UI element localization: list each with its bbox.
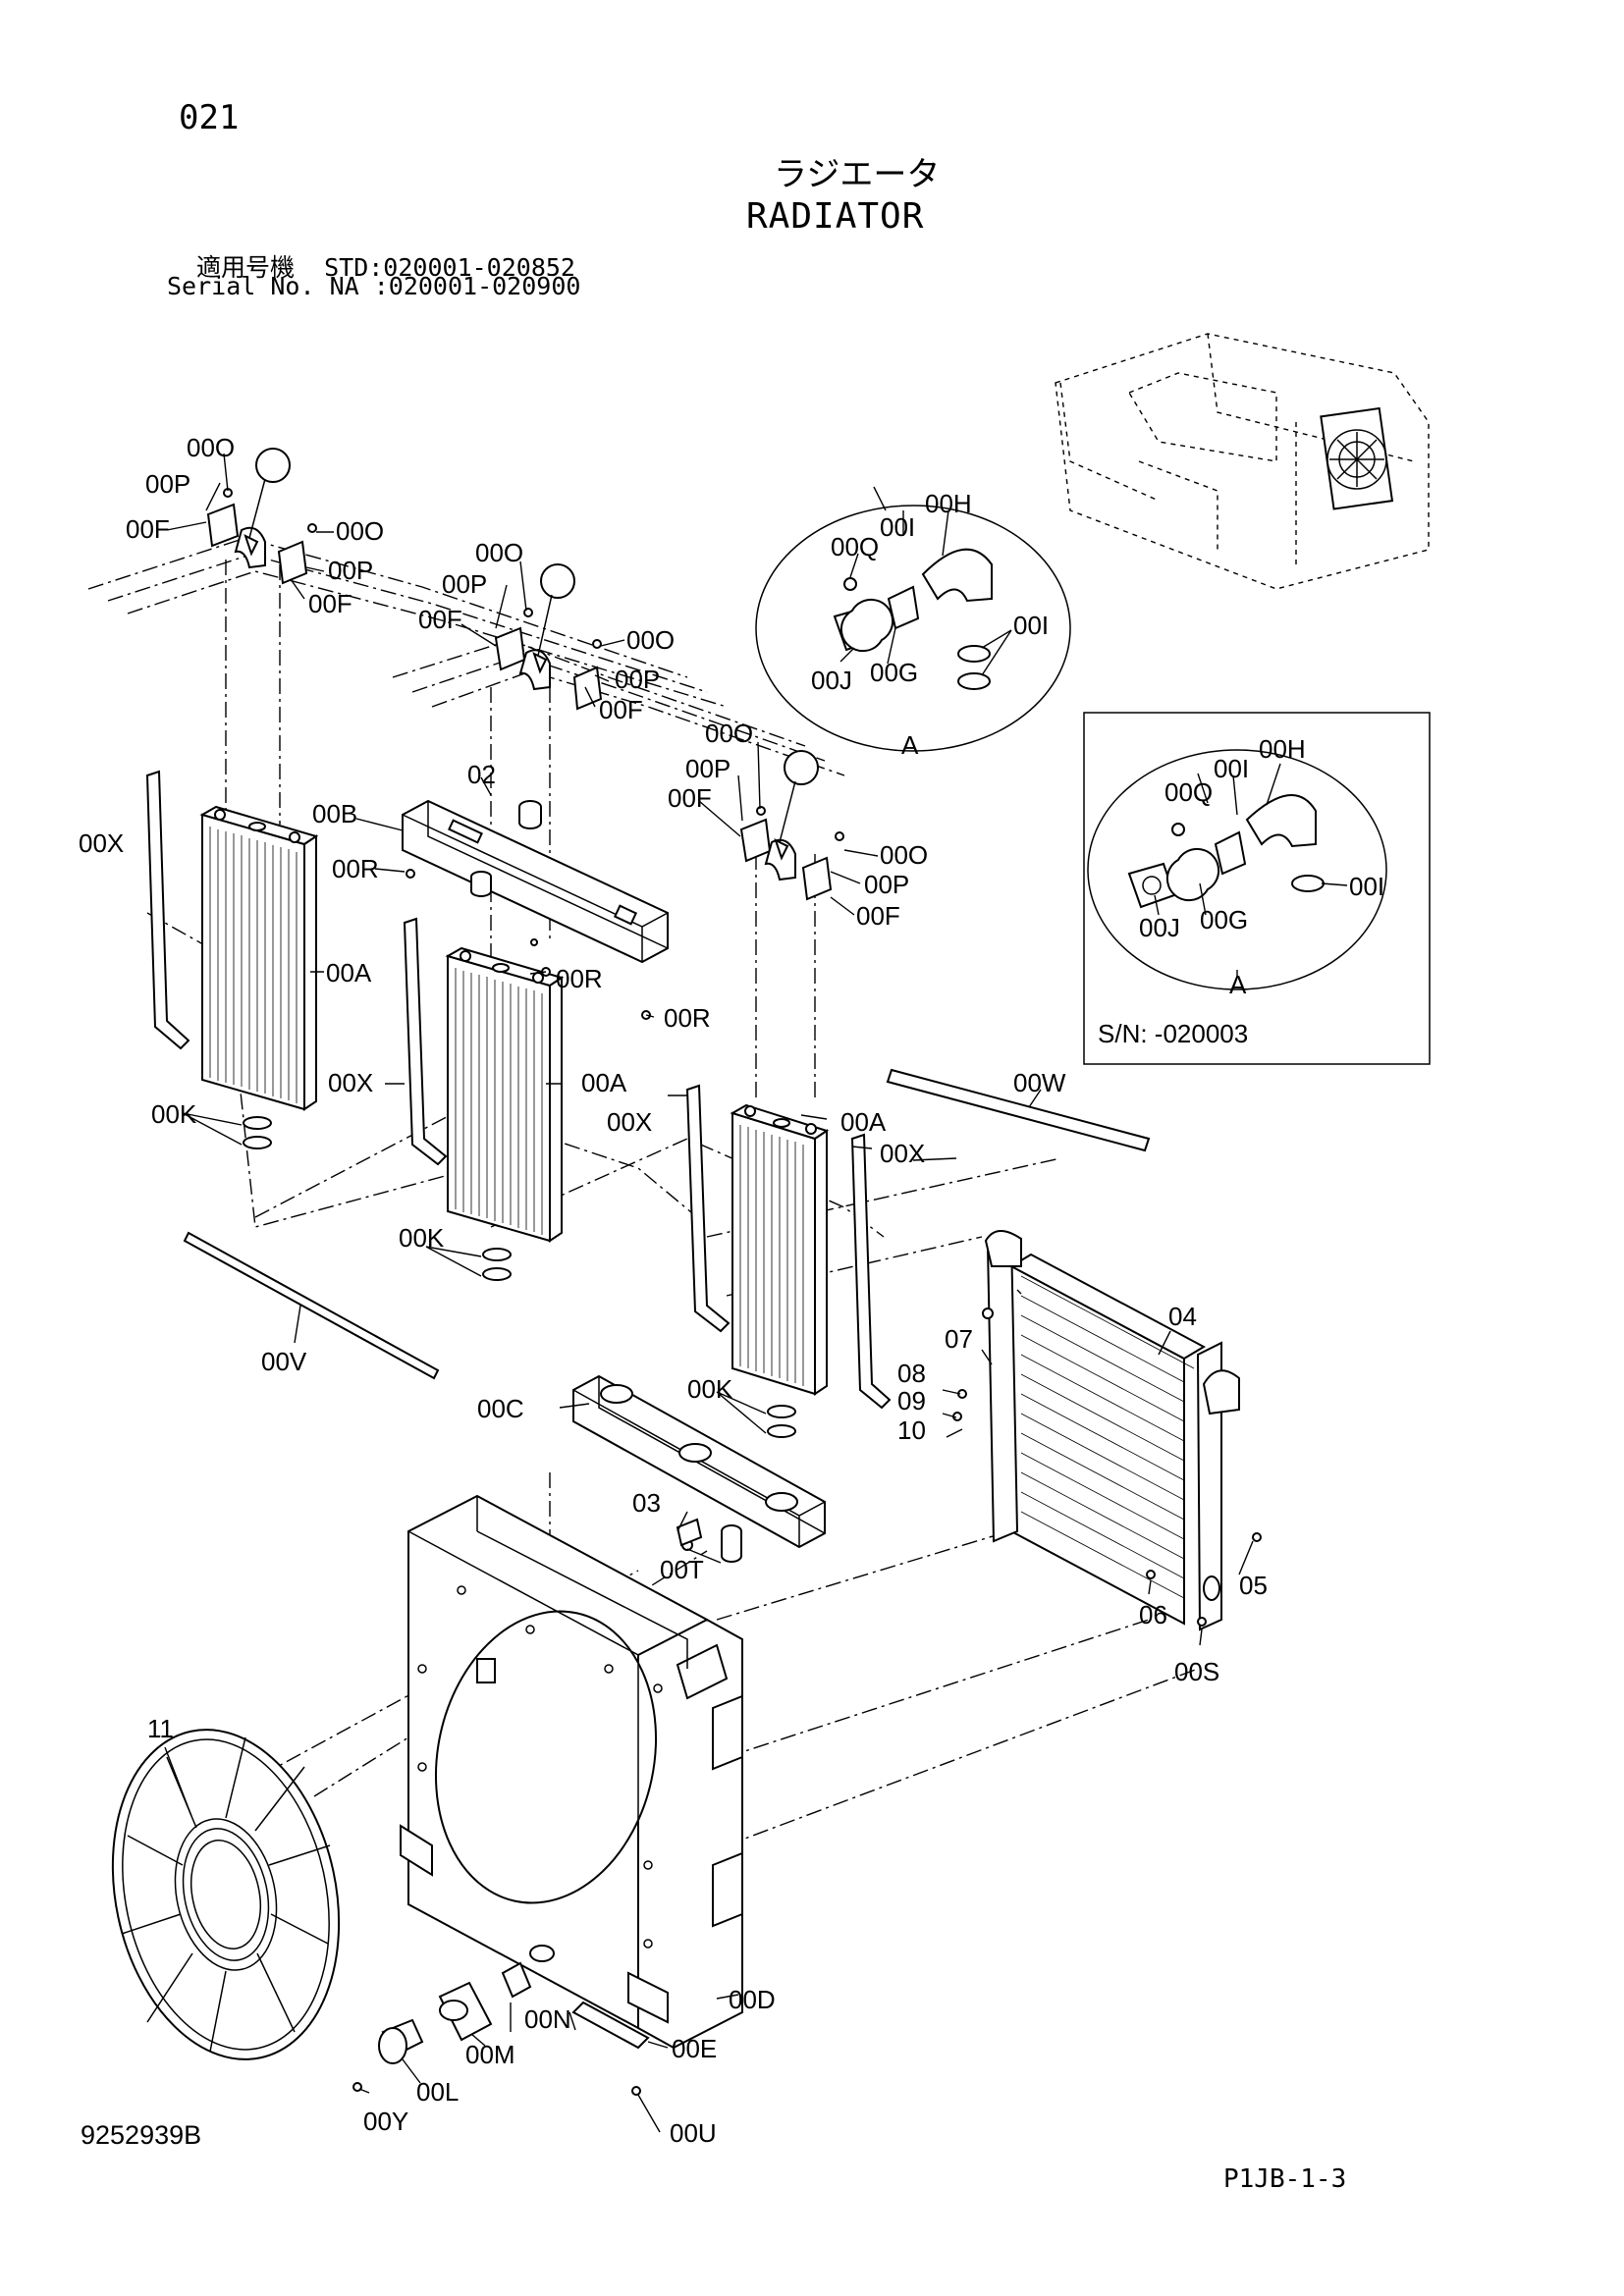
intercooler <box>952 1230 1240 1631</box>
label-05: 05 <box>1239 1571 1268 1600</box>
label-00k: 00K <box>687 1374 733 1404</box>
label-00d: 00D <box>729 1985 776 2014</box>
label-10: 10 <box>897 1415 926 1445</box>
label-00o: 00O <box>626 625 675 655</box>
fan-guard <box>111 1729 341 2060</box>
label-00f: 00F <box>308 589 352 618</box>
label-00o: 00O <box>475 538 523 567</box>
label-00o: 00O <box>336 516 384 546</box>
title-japanese: ラジエータ <box>774 155 941 194</box>
label-00x: 00X <box>79 828 124 858</box>
label-00u: 00U <box>670 2118 717 2148</box>
label-00s: 00S <box>1174 1657 1219 1686</box>
label-00i: 00I <box>1214 754 1249 783</box>
label-00i: 00I <box>1013 611 1049 640</box>
label-00k: 00K <box>151 1099 197 1129</box>
label-00p: 00P <box>864 870 909 899</box>
upper-frame-bar <box>402 799 669 964</box>
label-00f: 00F <box>668 783 712 813</box>
label-00x: 00X <box>880 1139 925 1168</box>
serial-line-std: 適用号機 STD:020001-020852 <box>196 253 575 282</box>
label-00x: 00X <box>328 1068 373 1097</box>
leader-lines <box>164 453 1348 2133</box>
inset-serial-note: S/N: -020003 <box>1098 1019 1248 1048</box>
machine-location-thumbnail <box>1055 333 1430 590</box>
radiator-core-right <box>730 1103 830 1396</box>
label-00y: 00Y <box>363 2107 408 2136</box>
label-00p: 00P <box>615 665 660 694</box>
o-rings <box>243 1116 796 1438</box>
label-00r: 00R <box>556 964 603 993</box>
label-00p: 00P <box>685 754 731 783</box>
fan-shroud-frame <box>400 1494 743 2050</box>
page-code: P1JB-1-3 <box>1223 2164 1347 2194</box>
label-00g: 00G <box>870 658 918 687</box>
label-11: 11 <box>147 1714 174 1743</box>
inset-a-letter: A <box>1229 970 1247 999</box>
serial-inset-box <box>1083 712 1431 1065</box>
label-00q: 00Q <box>831 532 879 561</box>
label-00f: 00F <box>599 695 643 724</box>
title-english: RADIATOR <box>746 196 925 237</box>
label-00f: 00F <box>856 901 900 931</box>
label-08: 08 <box>897 1359 926 1388</box>
label-00p: 00P <box>442 569 487 599</box>
label-00j: 00J <box>811 666 852 695</box>
detail-a-callouts <box>244 448 819 861</box>
label-03: 03 <box>632 1488 661 1518</box>
label-00b: 00B <box>312 799 357 828</box>
label-00h: 00H <box>1259 734 1306 764</box>
radiator-core-left <box>199 805 319 1111</box>
serial-line-na: Serial No. NA :020001-020900 <box>167 272 581 300</box>
label-00i: 00I <box>880 512 915 542</box>
label-00k: 00K <box>399 1223 445 1253</box>
label-00t: 00T <box>660 1555 704 1584</box>
label-00n: 00N <box>524 2004 571 2034</box>
part-labels: 00O 00P 00F 00O 00P 00F 00O 00P 00F 00O … <box>79 433 1384 2148</box>
label-00r: 00R <box>332 854 379 883</box>
label-00f: 00F <box>418 605 462 634</box>
label-02: 02 <box>467 760 496 789</box>
lower-hose-parts <box>352 1518 1262 2096</box>
label-06: 06 <box>1139 1600 1167 1629</box>
label-07: 07 <box>945 1324 973 1354</box>
label-00g: 00G <box>1200 905 1248 934</box>
label-00o: 00O <box>880 840 928 870</box>
seal-strips <box>145 770 1151 1410</box>
label-00j: 00J <box>1139 913 1180 942</box>
label-00x: 00X <box>607 1107 652 1137</box>
page-number: 021 <box>179 98 240 137</box>
label-00a: 00A <box>581 1068 627 1097</box>
label-00i: 00I <box>1349 872 1384 901</box>
label-00f: 00F <box>126 514 170 544</box>
label-00m: 00M <box>465 2040 515 2069</box>
label-00a: 00A <box>840 1107 887 1137</box>
label-00o: 00O <box>187 433 235 462</box>
detail-a-bubble <box>755 505 1071 752</box>
label-00o: 00O <box>705 719 753 748</box>
label-00v: 00V <box>261 1347 307 1376</box>
label-00p: 00P <box>328 556 373 585</box>
label-00e: 00E <box>672 2034 717 2063</box>
radiator-core-middle <box>445 946 565 1243</box>
drawing-number: 9252939B <box>81 2120 202 2150</box>
label-00w: 00W <box>1013 1068 1066 1097</box>
lower-tank-frame <box>572 1374 826 1563</box>
label-00h: 00H <box>925 489 972 518</box>
label-00p: 00P <box>145 469 190 499</box>
label-00c: 00C <box>477 1394 524 1423</box>
label-04: 04 <box>1168 1302 1197 1331</box>
label-00a: 00A <box>326 958 372 988</box>
label-09: 09 <box>897 1386 926 1415</box>
label-00r: 00R <box>664 1003 711 1033</box>
label-00q: 00Q <box>1164 777 1213 807</box>
detail-a-letter: A <box>901 730 919 760</box>
label-00l: 00L <box>416 2077 459 2107</box>
